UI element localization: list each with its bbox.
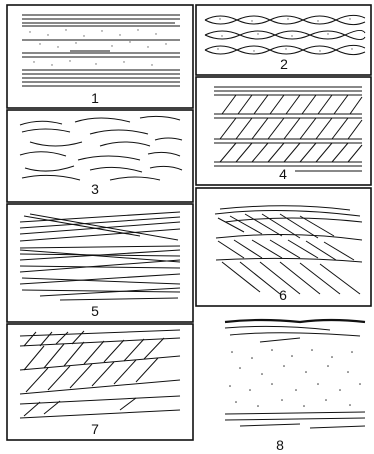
panel-6-trough-cross-bedding [215, 206, 362, 294]
panel-5-wedge-cross-bedding [20, 212, 180, 300]
panel-8-massive-bed [225, 320, 365, 428]
panel-2-lenticular-bedding [205, 15, 365, 54]
panel-1-horizontal-lamination [22, 15, 180, 86]
panel-3-label: 3 [91, 181, 99, 197]
panel-3-wavy-discontinuous [20, 116, 182, 180]
panel-4-label: 4 [279, 166, 287, 182]
panel-7-planar-cross-bedding [20, 330, 180, 418]
panel-5-label: 5 [91, 303, 99, 319]
panel-8-label: 8 [276, 437, 284, 453]
panel-5-frame [7, 204, 193, 322]
panel-2-label: 2 [280, 56, 288, 72]
panel-6-label: 6 [279, 287, 287, 303]
panel-1-label: 1 [91, 90, 99, 106]
panel-4-tabular-cross-bedding [214, 87, 362, 171]
panel-7-label: 7 [91, 421, 99, 437]
